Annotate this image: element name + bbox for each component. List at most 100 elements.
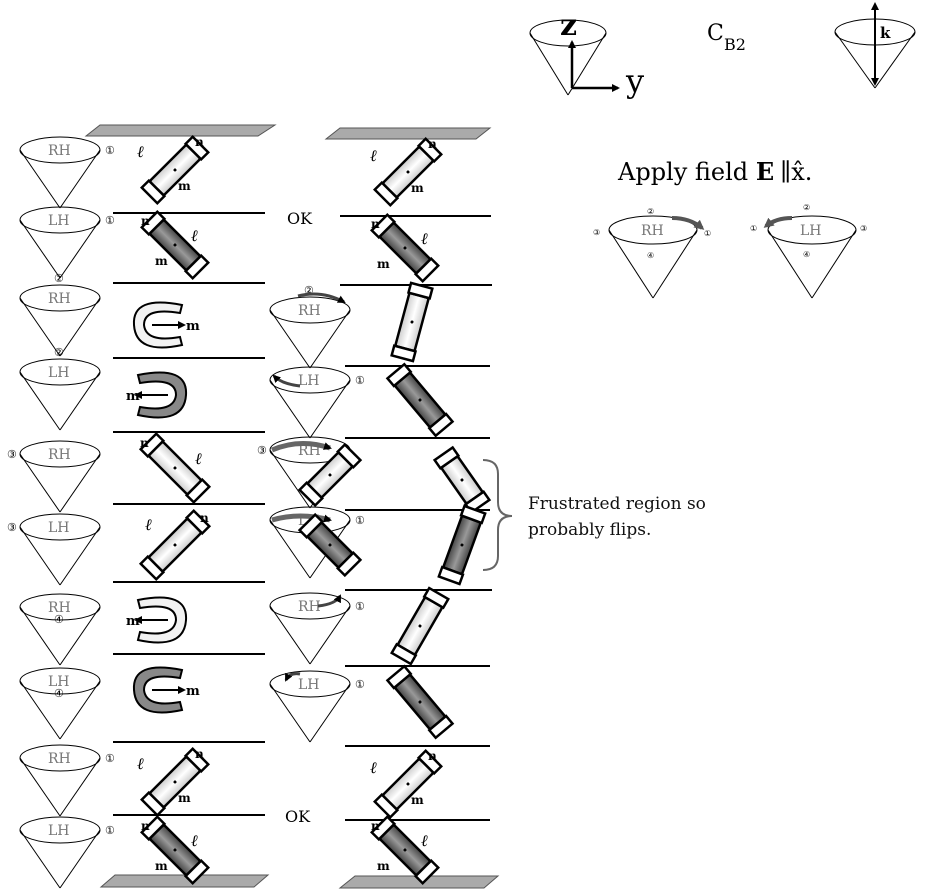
svg-text:④: ④	[647, 251, 654, 260]
molecule-left-light-2-vectors: ℓ n m	[137, 747, 204, 805]
svg-text:n: n	[371, 819, 380, 833]
svg-text:ℓ: ℓ	[195, 449, 202, 468]
y-axis-label: y	[625, 62, 644, 100]
svg-text:m: m	[411, 181, 424, 195]
svg-text:②: ②	[647, 207, 654, 216]
left-cone-marker-7: ④	[54, 613, 64, 626]
left-cone-label-10: LH	[48, 823, 70, 839]
molecule-row8-right	[385, 664, 455, 740]
left-cone-10: LH ①	[19, 816, 115, 889]
applied-field: Apply field E∥x̂. RH ② ③ ④ ① LH ② ① ④ ③	[593, 157, 867, 299]
svg-text:②: ②	[803, 203, 810, 212]
mid-rotation-arrow-1	[297, 292, 346, 304]
left-cone-label-5: RH	[48, 447, 71, 463]
svg-text:m: m	[126, 614, 140, 629]
bottom-plate-right	[338, 875, 500, 889]
svg-text:m: m	[186, 684, 200, 699]
svg-text:n: n	[428, 749, 437, 763]
mid-cone-label-4: LH	[298, 373, 320, 389]
mid-cone-8: LH ①	[269, 670, 365, 743]
molecule-right-dark-2-vectors: nℓm	[371, 819, 428, 873]
symmetry-label: C B2	[707, 21, 746, 54]
left-cone-5: RH ③	[7, 440, 101, 513]
left-cone-marker-1: ①	[105, 144, 115, 157]
molecule-row5-right	[432, 445, 492, 515]
left-cone-marker-2: ①	[105, 214, 115, 227]
molecule-left-dark-2	[139, 814, 211, 886]
molecule-row6-left	[138, 508, 212, 582]
svg-text:n: n	[195, 747, 204, 761]
svg-text:n: n	[140, 436, 149, 450]
molecule-left-dark-2-vectors: nℓm	[141, 819, 198, 873]
svg-text:①: ①	[750, 224, 757, 233]
left-cone-label-2: LH	[48, 213, 70, 229]
svg-text:①: ①	[704, 229, 711, 238]
mid-rotation-arrow-5	[317, 594, 342, 608]
mid-cone-label-5: RH	[298, 443, 321, 459]
k-label: k	[880, 24, 891, 42]
svg-text:m: m	[155, 859, 168, 873]
left-cone-label-8: LH	[48, 674, 70, 690]
left-cone-1: RH ①	[19, 136, 115, 209]
molecule-cshape-3: m	[126, 596, 188, 644]
status-label-row-10: OK	[285, 807, 311, 826]
svg-text:ℓ: ℓ	[191, 226, 198, 245]
svg-text:④: ④	[803, 250, 810, 259]
left-cone-label-9: RH	[48, 751, 71, 767]
molecule-row7-right	[390, 586, 450, 666]
mid-cone-marker-7: ①	[355, 600, 365, 613]
molecule-right-light-1-vectors: ℓnm	[370, 137, 437, 195]
z-axis-label: z	[560, 8, 577, 43]
frustrated-note: Frustrated region so probably flips.	[528, 494, 706, 540]
mid-cone-label-8: LH	[298, 677, 320, 693]
svg-text:③: ③	[593, 228, 600, 237]
left-cone-marker-5: ③	[7, 448, 17, 461]
mid-cone-marker-5: ③	[257, 444, 267, 457]
top-plate-right	[324, 127, 492, 140]
molecule-cshape-4: m	[132, 666, 200, 714]
molecule-row6-right	[437, 504, 487, 586]
molecule-row6-mid	[297, 512, 363, 578]
molecule-row5-mid	[297, 442, 363, 508]
mid-rotation-arrow-2	[272, 374, 301, 388]
left-cone-marker-6: ③	[7, 521, 17, 534]
svg-text:ℓ: ℓ	[137, 754, 144, 773]
mid-rotation-arrow-3	[271, 441, 332, 453]
left-cone-6: LH③	[7, 513, 101, 586]
molecule-cshape-2: m	[126, 371, 188, 419]
svg-text:n: n	[195, 135, 204, 149]
top-plate-left	[84, 124, 277, 137]
svg-text:m: m	[126, 389, 140, 404]
svg-text:ℓ: ℓ	[145, 515, 152, 534]
left-cone-label-1: RH	[48, 143, 71, 159]
left-cone-3: RH②	[19, 272, 101, 357]
molecule-left-dark-1-vectors: nℓm	[141, 214, 198, 268]
field-rh-cone: RH ② ③ ④ ①	[593, 207, 711, 299]
frustrated-brace	[482, 459, 513, 571]
left-cone-label-3: RH	[48, 291, 71, 307]
left-cone-label-4: LH	[48, 365, 70, 381]
molecule-row5-left-vectors: nℓ	[140, 436, 202, 468]
svg-text:ℓ: ℓ	[191, 831, 198, 850]
svg-text:m: m	[411, 793, 424, 807]
molecule-right-dark-1	[369, 212, 441, 284]
svg-text:n: n	[428, 137, 437, 151]
mid-cone-marker-8: ①	[355, 678, 365, 691]
mid-cone-marker-3: ②	[304, 284, 314, 297]
left-cone-marker-8: ④	[54, 687, 64, 700]
field-lh-label: LH	[800, 223, 822, 239]
molecule-left-light-2	[139, 746, 211, 818]
svg-text:m: m	[178, 791, 191, 805]
mid-cone-7: RH ①	[269, 592, 365, 665]
molecule-cshape-1: m	[132, 301, 200, 349]
mid-cone-label-3: RH	[298, 303, 321, 319]
svg-text:ℓ: ℓ	[370, 758, 377, 777]
molecule-right-light-2	[372, 748, 444, 820]
mid-cone-label-7: RH	[298, 599, 321, 615]
mid-rotation-arrow-4	[271, 513, 332, 523]
left-cone-marker-10: ①	[105, 824, 115, 837]
